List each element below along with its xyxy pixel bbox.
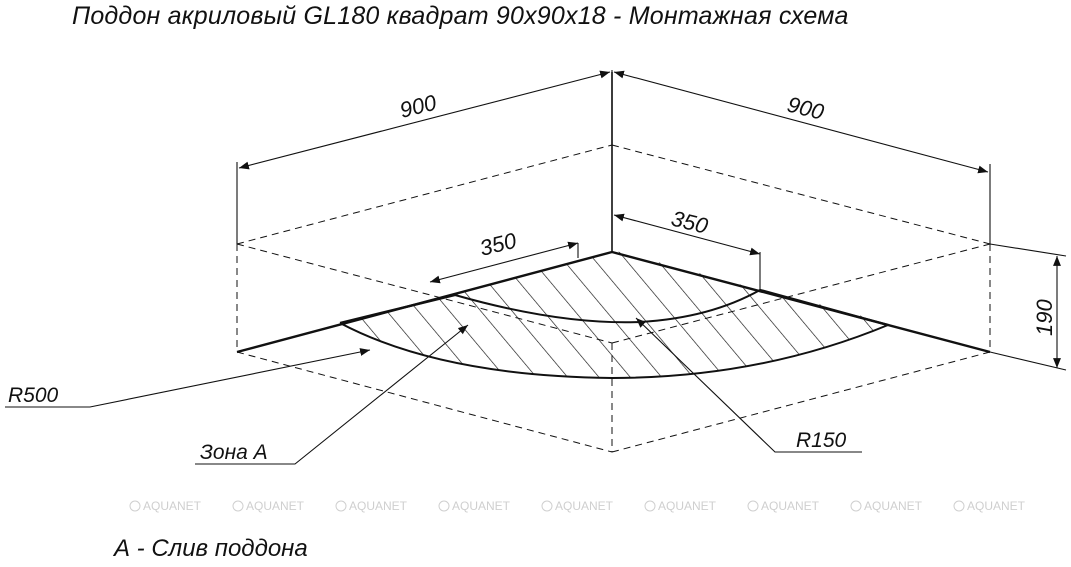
inner-radius-label: R150 xyxy=(796,429,847,452)
watermark-logo-icon xyxy=(953,500,965,512)
dimension-left-width xyxy=(236,70,613,244)
watermark-row: AQUANET AQUANET AQUANET AQUANET AQUANET AQUAN… xyxy=(129,499,1026,513)
watermark-text: AQUANET xyxy=(349,499,408,513)
dimension-right-width xyxy=(613,70,991,244)
watermark-logo-icon xyxy=(850,500,862,512)
zone-a-label: Зона А xyxy=(200,441,268,464)
watermark-text: AQUANET xyxy=(967,499,1026,513)
zone-a-right-edge xyxy=(759,288,889,327)
watermark-text: AQUANET xyxy=(452,499,511,513)
drain-legend: А - Слив поддона xyxy=(114,535,308,562)
watermark-logo-icon xyxy=(232,500,244,512)
leader-lines xyxy=(5,317,862,465)
watermark-text: AQUANET xyxy=(246,499,305,513)
watermark-text: AQUANET xyxy=(761,499,820,513)
watermark-logo-icon xyxy=(541,500,553,512)
dimension-height xyxy=(989,243,1067,371)
watermark-logo-icon xyxy=(747,500,759,512)
zone-a-hatched-area xyxy=(340,250,888,378)
watermark-logo-icon xyxy=(644,500,656,512)
page-title: Поддон акриловый GL180 квадрат 90х90х18 … xyxy=(72,2,849,30)
watermark-text: AQUANET xyxy=(555,499,614,513)
dimension-right-zone xyxy=(613,213,761,290)
dimension-left-zone-label: 350 xyxy=(477,228,519,261)
zone-a-outer-arc xyxy=(339,322,889,380)
watermark-logo-icon xyxy=(129,500,141,512)
outer-radius-label: R500 xyxy=(8,384,59,407)
watermark-logo-icon xyxy=(438,500,450,512)
watermark-logo-icon xyxy=(335,500,347,512)
watermark-text: AQUANET xyxy=(658,499,717,513)
dimension-height-label: 190 xyxy=(1032,299,1057,336)
dimension-left-zone xyxy=(429,241,579,284)
zone-a-left-edge xyxy=(339,293,456,325)
watermark-text: AQUANET xyxy=(143,499,202,513)
watermark-text: AQUANET xyxy=(864,499,923,513)
dimension-right-zone-label: 350 xyxy=(669,206,711,239)
